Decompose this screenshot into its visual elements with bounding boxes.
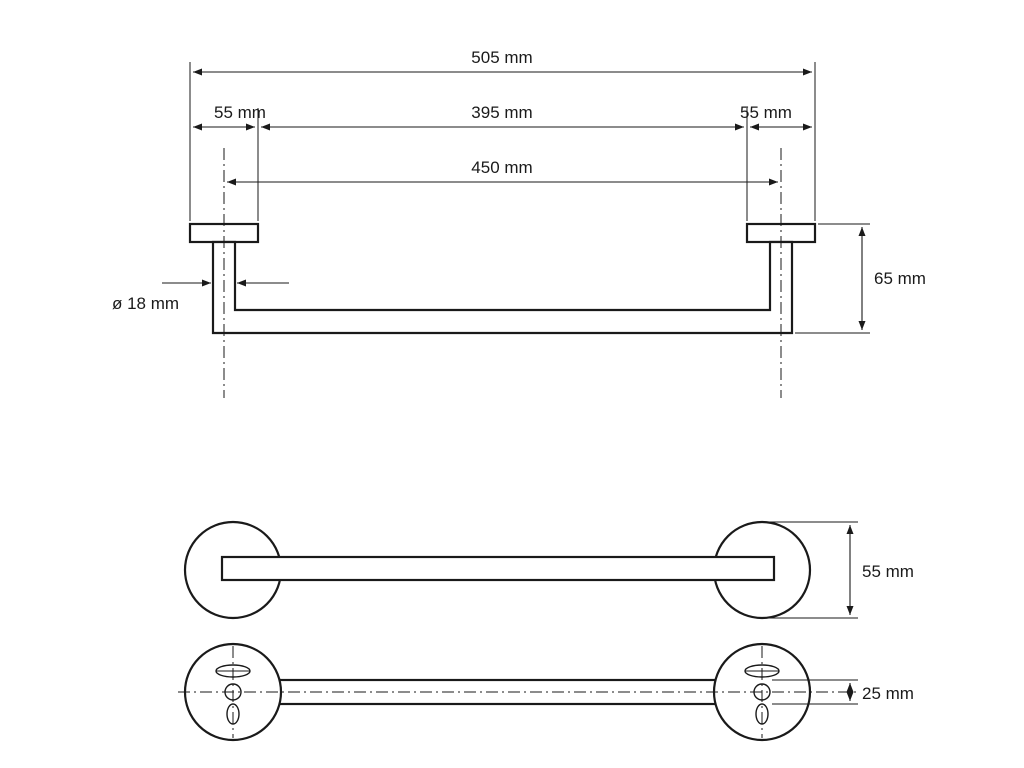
towel-rail-tube: [211, 240, 794, 335]
dimension-label-plate-diameter: 55 mm: [862, 562, 914, 581]
dimension-segment-widths: 55 mm 395 mm 55 mm: [193, 103, 812, 221]
dimension-label-right-plate: 55 mm: [740, 103, 792, 122]
dimension-label-plate-depth: 25 mm: [862, 684, 914, 703]
dimension-label-projection-height: 65 mm: [874, 269, 926, 288]
towel-bar: [220, 555, 776, 582]
dimension-plate-diameter: 55 mm: [766, 521, 914, 619]
mounting-plate-view: 25 mm: [178, 642, 914, 742]
side-elevation-view: 505 mm 55 mm 395 mm 55 mm 450 mm 65 mm: [112, 48, 926, 398]
dimension-label-center-distance: 450 mm: [471, 158, 532, 177]
dimension-projection-height: 65 mm: [795, 223, 926, 334]
dimension-label-total-width: 505 mm: [471, 48, 532, 67]
dimension-label-inner-span: 395 mm: [471, 103, 532, 122]
dimension-tube-diameter: ø 18 mm: [112, 279, 289, 313]
dimension-center-distance: 450 mm: [227, 158, 778, 186]
dimension-plate-depth: 25 mm: [772, 679, 914, 705]
front-elevation-view: 55 mm: [183, 520, 914, 620]
dimension-label-tube-diameter: ø 18 mm: [112, 294, 179, 313]
dimension-total-width: 505 mm: [189, 48, 816, 221]
dimension-label-left-plate: 55 mm: [214, 103, 266, 122]
